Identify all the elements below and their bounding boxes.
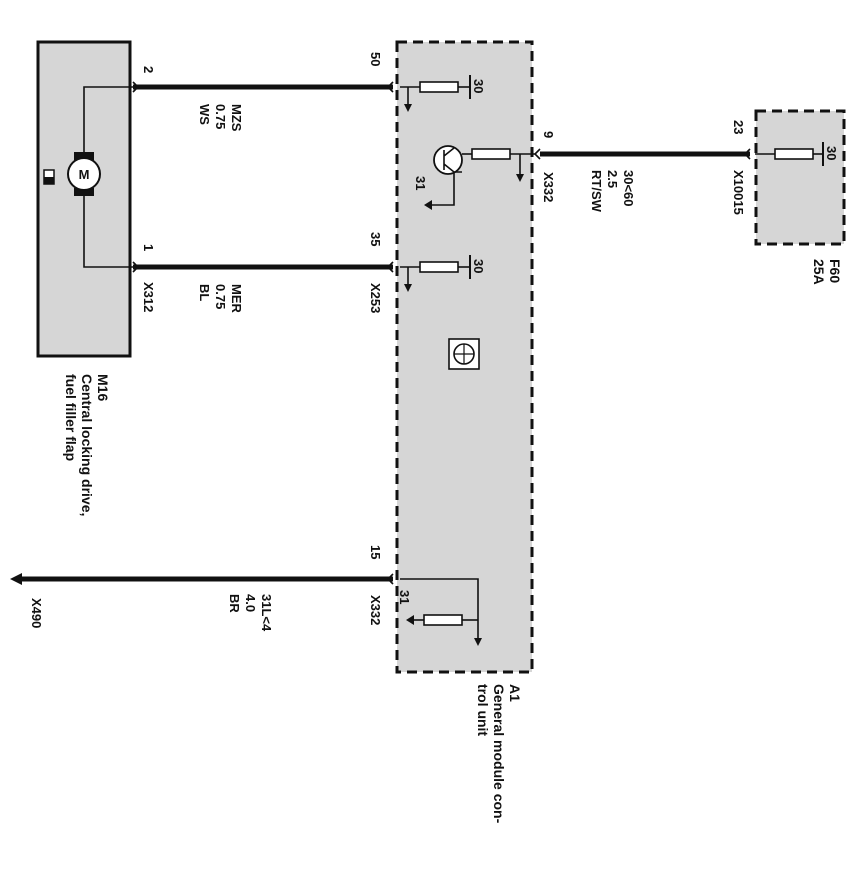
pin-contacts xyxy=(132,81,751,585)
resistor-icon xyxy=(423,614,463,626)
a1-name-line2: trol unit xyxy=(475,684,491,736)
fuse-icon xyxy=(774,148,814,160)
module-logo-icon xyxy=(448,338,480,370)
f60-component-box xyxy=(754,109,846,246)
arrow-down-icon xyxy=(404,284,412,292)
pin-label-50: 50 xyxy=(368,52,383,66)
f60-id-label: F60 xyxy=(827,259,843,283)
wire-code-mer: MER xyxy=(229,284,244,314)
component-symbol-icon xyxy=(43,169,55,185)
m16-internal-wire-bottom xyxy=(83,196,133,268)
wire-code-31l-4: 31L<4 xyxy=(259,594,274,632)
arrow-left-icon xyxy=(406,615,414,625)
connector-label-x332-top: X332 xyxy=(541,172,556,202)
terminal-label-30: 30 xyxy=(471,79,486,93)
a1-id-label: A1 xyxy=(507,684,523,702)
motor-label: M xyxy=(79,167,90,182)
f60-rating-label: 25A xyxy=(811,259,827,285)
wire-size-30-60: 2.5 xyxy=(605,170,620,188)
terminal-label-31: 31 xyxy=(413,176,428,190)
ground-arrow-icon xyxy=(474,638,482,646)
arrow-down-icon xyxy=(516,174,524,182)
terminal-label-30: 30 xyxy=(824,146,839,160)
m16-name-line2: fuel filler flap xyxy=(63,374,79,461)
motor-icon: M xyxy=(67,152,101,196)
ground-arrow-icon xyxy=(424,200,432,210)
m16-id-label: M16 xyxy=(95,374,111,401)
pin-label-15: 15 xyxy=(368,545,383,559)
connector-label-x10015: X10015 xyxy=(731,170,746,215)
wire-size-mzs: 0.75 xyxy=(213,104,228,129)
connector-label-x332-bottom: X332 xyxy=(368,595,383,625)
pin-label-9: 9 xyxy=(541,131,556,138)
resistor-icon xyxy=(471,148,511,160)
transistor-icon xyxy=(433,145,463,175)
a1-name-line1: General module con- xyxy=(491,684,507,824)
wire-color-31l-4: BR xyxy=(227,594,242,613)
m16-internal-wire-top xyxy=(83,86,133,152)
wire-color-mzs: WS xyxy=(197,104,212,125)
terminal-label-31: 31 xyxy=(397,590,412,604)
resistor-icon xyxy=(419,261,459,273)
connector-label-x490: X490 xyxy=(29,598,44,628)
m16-name-line1: Central locking drive, xyxy=(79,374,95,516)
resistor-icon xyxy=(419,81,459,93)
pin-label-2: 2 xyxy=(141,66,156,73)
pin-label-23: 23 xyxy=(731,120,746,134)
wire-code-30-60: 30<60 xyxy=(621,170,636,207)
wire-color-mer: BL xyxy=(197,284,212,301)
connector-label-x312: X312 xyxy=(141,282,156,312)
wire-size-mer: 0.75 xyxy=(213,284,228,309)
pin-label-35: 35 xyxy=(368,232,383,246)
wire-color-30-60: RT/SW xyxy=(589,170,604,213)
wire-size-31l-4: 4.0 xyxy=(243,594,258,612)
wire-code-mzs: MZS xyxy=(229,104,244,132)
terminal-label-30: 30 xyxy=(471,259,486,273)
connector-label-x253: X253 xyxy=(368,283,383,313)
arrow-down-icon xyxy=(404,104,412,112)
ground-arrow-icon xyxy=(10,573,22,585)
pin-label-1: 1 xyxy=(141,244,156,251)
